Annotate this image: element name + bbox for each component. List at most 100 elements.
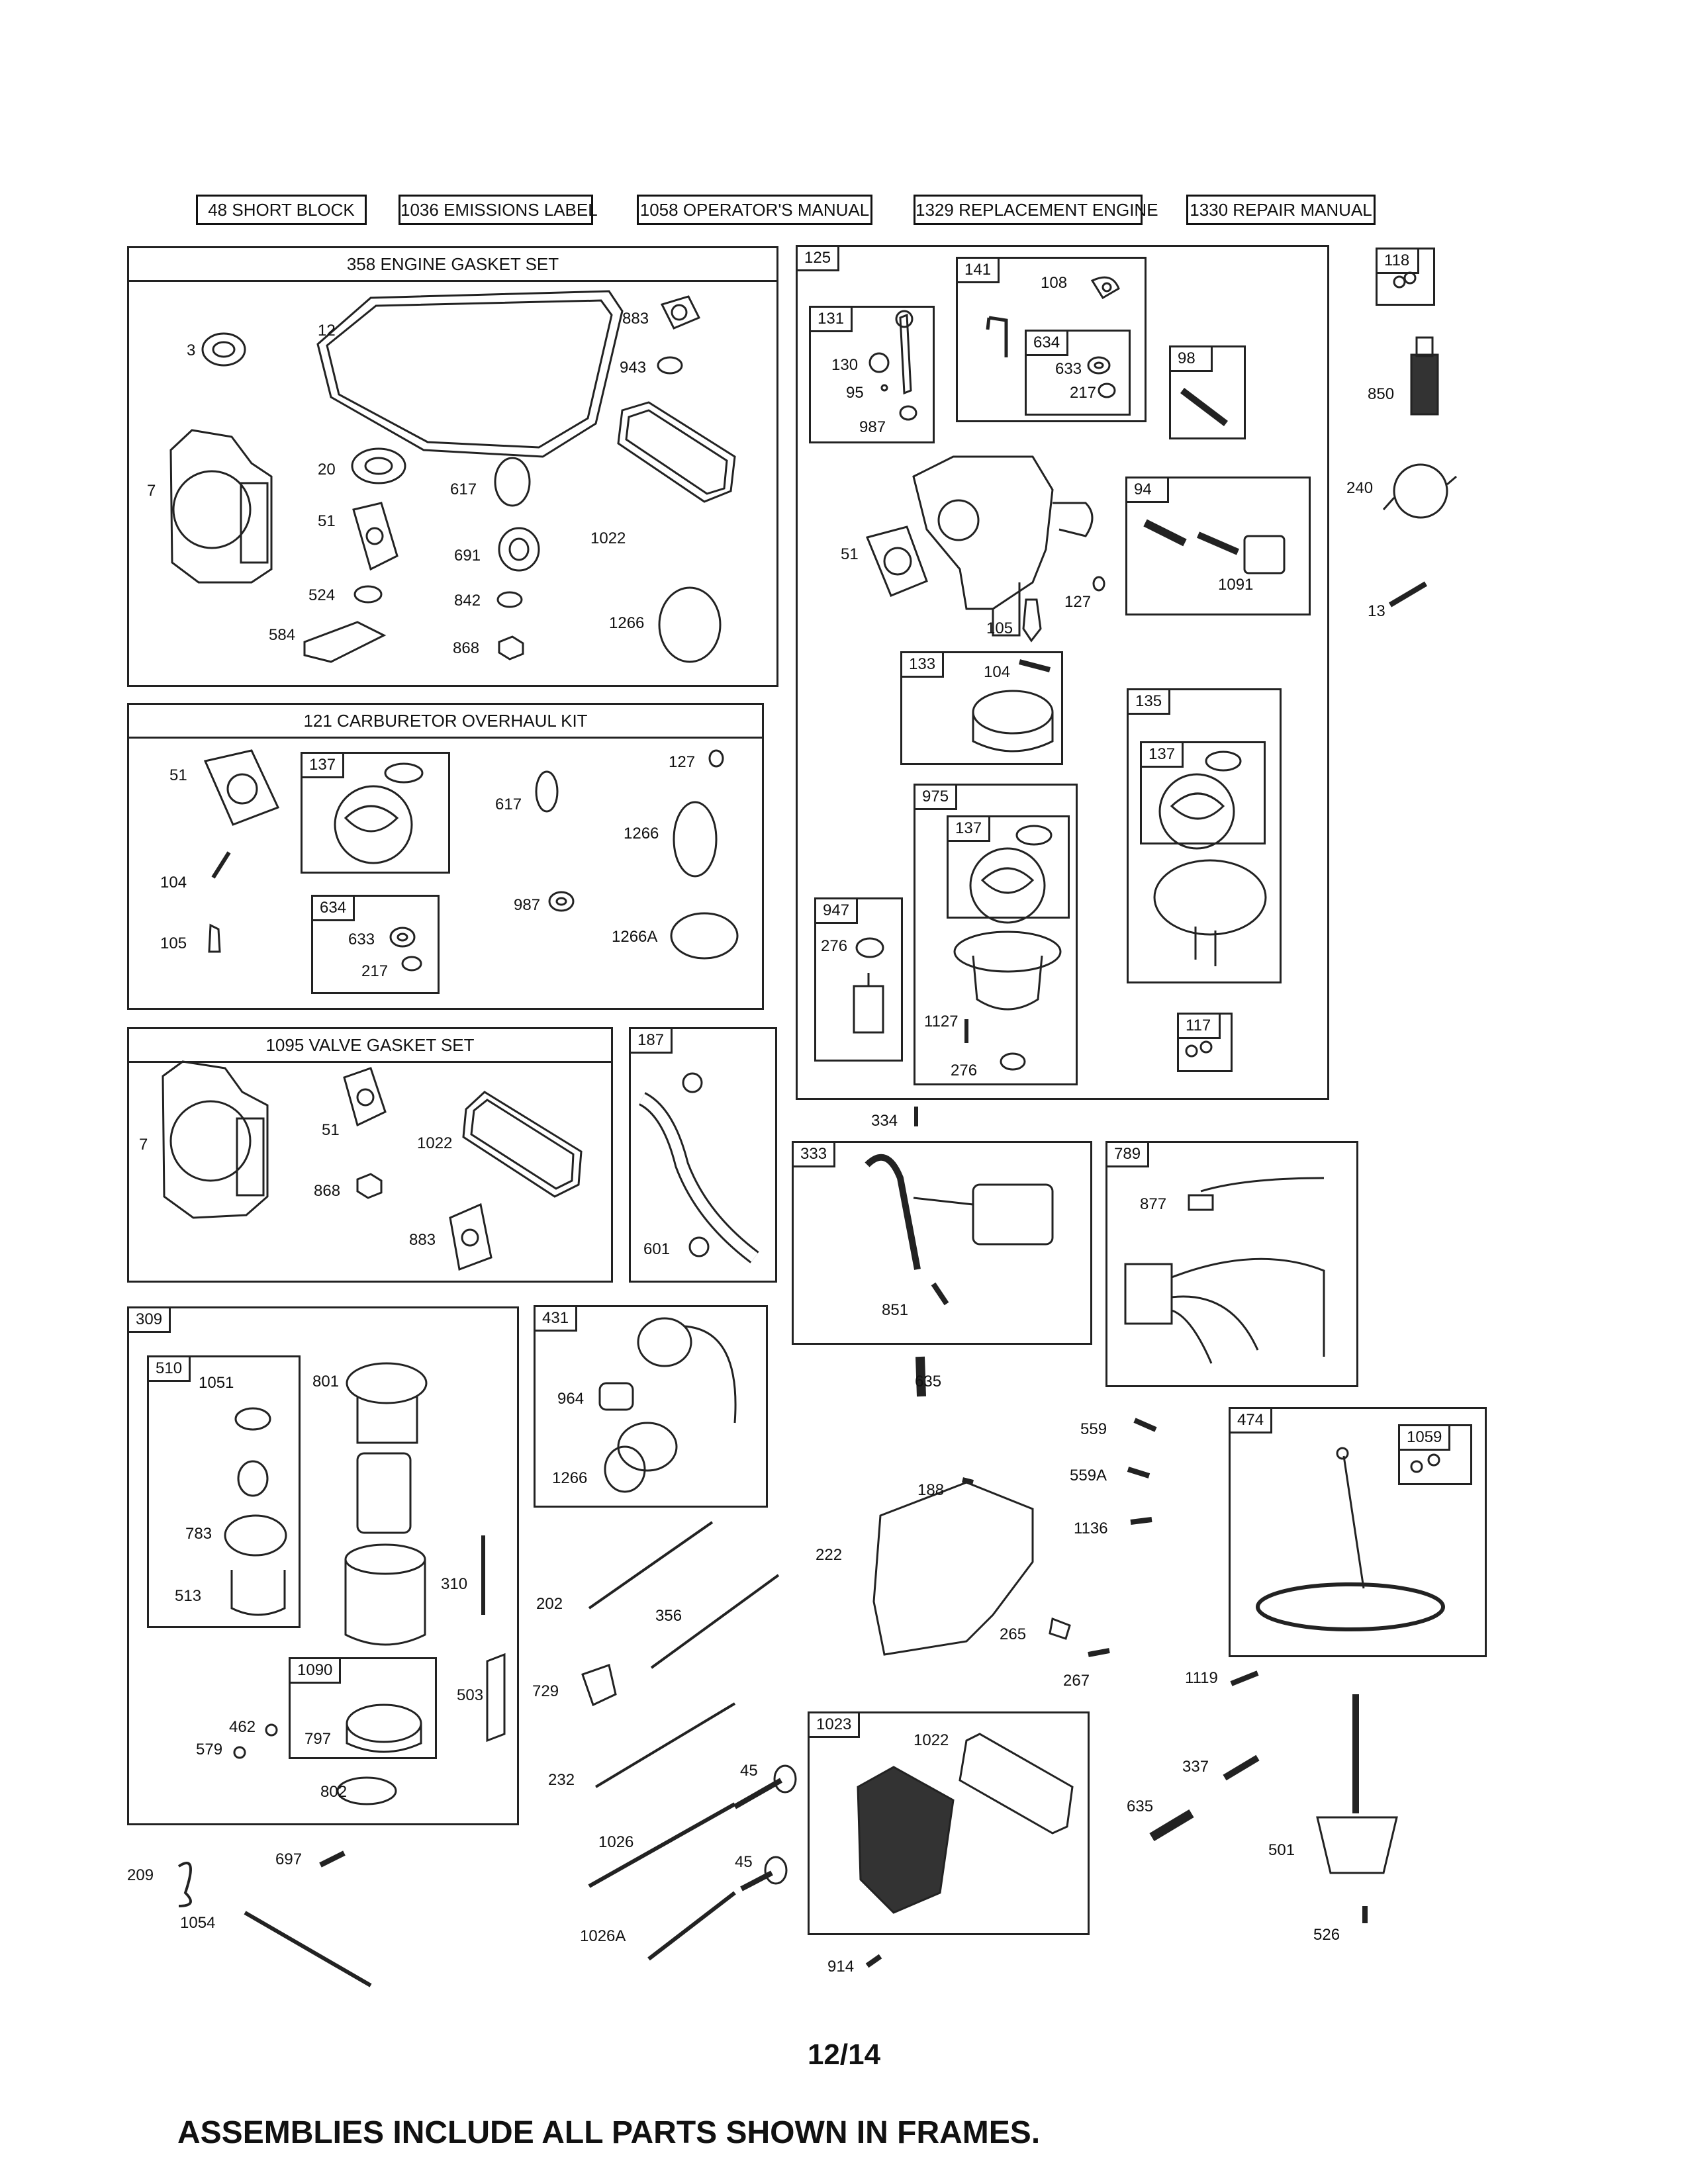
tag-789: 789: [1105, 1141, 1150, 1167]
frame-1090: [289, 1657, 437, 1759]
callout-45-lower: 45: [735, 1853, 753, 1871]
callout-697: 697: [275, 1850, 303, 1868]
frame-431: [534, 1305, 768, 1508]
callout-104: 104: [984, 663, 1011, 681]
carburetor-overhaul-kit-title: 121 CARBURETOR OVERHAUL KIT: [129, 705, 762, 739]
frame-137-in-135: [1140, 741, 1266, 844]
fuel-solenoid-947: [853, 937, 884, 1034]
oring-1266-kit: [673, 801, 718, 878]
spark-plug-337: [1223, 1754, 1260, 1781]
callout-1266: 1266: [609, 614, 645, 632]
solenoid-94: [1143, 519, 1286, 574]
tag-309: 309: [127, 1306, 171, 1333]
oring-127-kit: [708, 749, 724, 768]
oring-617: [494, 457, 531, 507]
bolts-1059: [1410, 1453, 1440, 1473]
link-202: [588, 1521, 714, 1610]
callout-265: 265: [1000, 1625, 1027, 1643]
frame-634-carb: [1025, 330, 1131, 416]
ignition-coil-501: [1316, 1694, 1398, 1874]
tag-431: 431: [534, 1305, 578, 1332]
nut-633-carb: [1087, 356, 1111, 375]
callout-232: 232: [548, 1771, 575, 1789]
callout-868-valve: 868: [314, 1182, 341, 1200]
nut-579: [233, 1746, 246, 1759]
callout-559A: 559A: [1070, 1467, 1107, 1484]
shaft-141: [986, 316, 1008, 357]
callout-104-kit: 104: [160, 874, 187, 891]
screw-559A: [1127, 1467, 1150, 1479]
seal-3: [201, 332, 246, 367]
nut-868-valve: [356, 1173, 383, 1199]
callout-51-valve: 51: [322, 1121, 340, 1139]
callout-1022-valve: 1022: [417, 1134, 453, 1152]
frame-94: [1125, 477, 1311, 615]
oring-1266: [658, 586, 722, 663]
plug-851: [931, 1282, 949, 1306]
callout-51: 51: [318, 512, 336, 530]
callout-617: 617: [450, 480, 477, 498]
nut-462: [265, 1723, 278, 1737]
tag-333: 333: [792, 1141, 836, 1167]
oring-943: [657, 356, 683, 375]
header-emissions-label: 1036 EMISSIONS LABEL: [399, 195, 598, 225]
float-bowl-975: [953, 931, 1062, 1011]
tag-975: 975: [914, 784, 958, 810]
callout-51-carb: 51: [841, 545, 859, 563]
callout-801: 801: [312, 1373, 340, 1390]
header-repair-manual: 1330 REPAIR MANUAL: [1186, 195, 1376, 225]
callout-783: 783: [185, 1525, 212, 1543]
callout-1127: 1127: [924, 1013, 959, 1030]
callout-691: 691: [454, 547, 481, 565]
pushrod-1026A: [647, 1891, 736, 1961]
callout-877: 877: [1140, 1195, 1167, 1213]
callout-95: 95: [846, 384, 864, 402]
callout-1051: 1051: [199, 1374, 234, 1392]
frame-309: [127, 1306, 519, 1825]
tag-634-carb-kit: 634: [311, 895, 355, 921]
frame-125: [796, 245, 1329, 1100]
tag-1023: 1023: [808, 1711, 861, 1738]
nut-868: [498, 635, 524, 660]
tag-1090: 1090: [289, 1657, 342, 1684]
diaphragm-137-135: [1158, 751, 1242, 850]
fuel-filter-240: [1382, 463, 1457, 519]
valve-gasket-set-frame: 1095 VALVE GASKET SET: [127, 1027, 613, 1283]
frame-133: [900, 651, 1063, 765]
gasket-584: [303, 621, 387, 663]
alternator-474: [1256, 1447, 1445, 1631]
callout-850: 850: [1368, 385, 1395, 403]
callout-217: 217: [1070, 384, 1097, 402]
frame-141: [956, 257, 1147, 422]
lever-729: [581, 1664, 617, 1707]
bracket-503: [486, 1653, 506, 1743]
callout-1119: 1119: [1185, 1669, 1218, 1687]
screw-217-carb: [1098, 383, 1116, 398]
callout-1026A: 1026A: [580, 1927, 626, 1945]
callout-1266-kit: 1266: [624, 825, 659, 842]
tag-510: 510: [147, 1355, 191, 1382]
oring-127-carb: [1092, 576, 1105, 592]
callout-633: 633: [1055, 360, 1082, 378]
callout-802: 802: [320, 1783, 348, 1801]
oring-1266-intake: [604, 1445, 646, 1493]
callout-13: 13: [1368, 602, 1385, 620]
callout-851: 851: [882, 1301, 909, 1319]
rocker-cover-gasket-1022-valve: [462, 1091, 583, 1198]
crankcase-gasket-12: [316, 290, 624, 458]
callout-130: 130: [831, 356, 859, 374]
frame-333: [792, 1141, 1092, 1345]
spring-232: [594, 1702, 736, 1788]
oring-1266A: [670, 912, 739, 960]
brush-holder-1090: [346, 1704, 422, 1753]
callout-1266A: 1266A: [612, 928, 658, 946]
callout-1022-cover: 1022: [914, 1731, 949, 1749]
spring-209: [177, 1862, 192, 1907]
bushing-635-lower: [1149, 1809, 1194, 1842]
screw-1136: [1130, 1517, 1152, 1525]
engine-gasket-set-title: 358 ENGINE GASKET SET: [129, 248, 776, 282]
link-356: [650, 1574, 780, 1669]
cylinder-head-gasket-7-valve: [162, 1060, 269, 1219]
callout-883: 883: [622, 310, 649, 328]
